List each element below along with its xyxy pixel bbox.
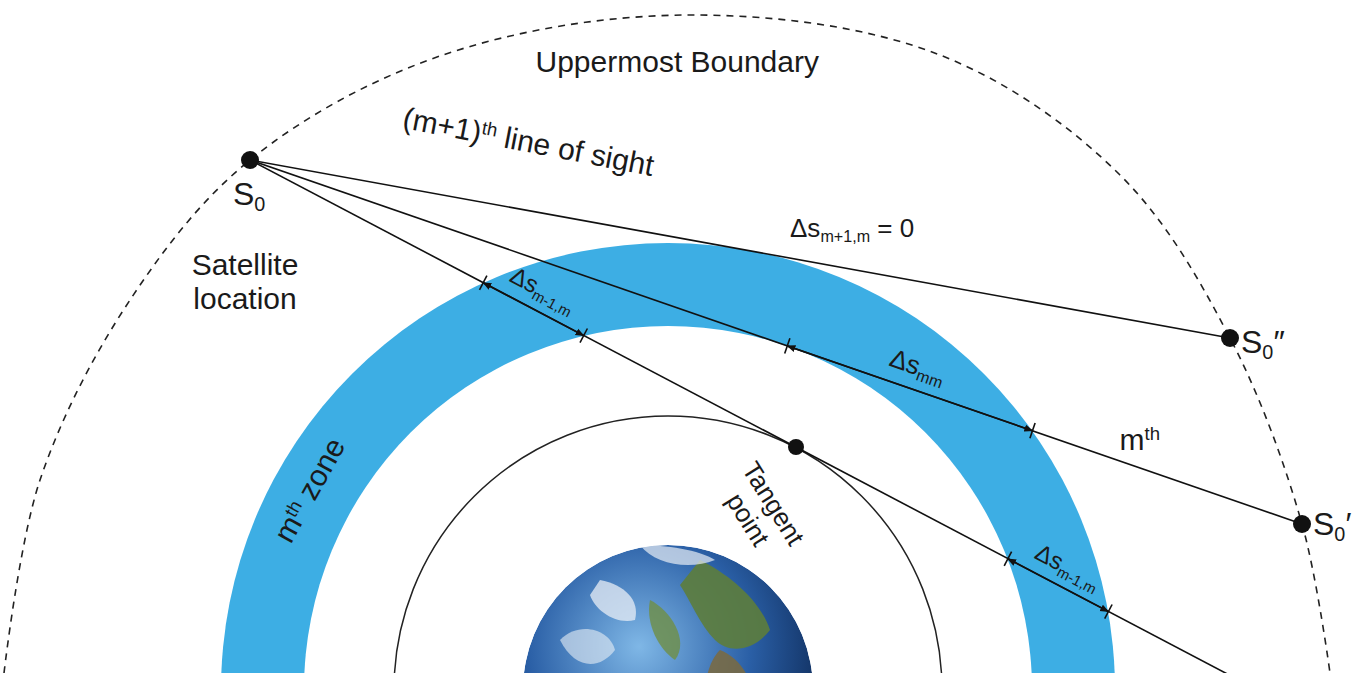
text-run: S [1241,324,1262,360]
boundary-label: Uppermost Boundary [536,45,819,80]
line-of-sight-label: (m+1)th line of sight [400,101,657,183]
mth-zone-band [221,243,1115,673]
text-run: = 0 [870,213,914,243]
point-label: S0″ [1241,324,1285,361]
script-sub: 0 [1262,341,1273,363]
script-sup: th [1145,423,1161,444]
script-sub: m+1,m [820,227,870,245]
text-run: (m+1) [400,101,484,149]
script-sup: th [480,116,499,140]
text-run: ″ [1273,324,1284,360]
text-run: Uppermost Boundary [536,45,819,78]
lines-of-sight [250,160,1302,673]
text-run: S [1313,506,1334,542]
satellite-label: Satellite location [170,248,320,317]
script-sub: 0 [254,193,265,215]
zone-inner-ground [304,326,1032,673]
script-sub: 0 [1334,523,1345,545]
text-run: Δs [790,213,820,243]
earth-globe [523,545,813,673]
text-run: Satellite location [192,248,299,316]
point-label: S0′ [1313,506,1351,543]
point-label: S0 [233,176,265,213]
text-run: line of sight [493,119,656,182]
text-run: S [233,176,254,212]
uppermost-boundary-curve [4,15,1330,673]
path-length-label: Δsm+1,m = 0 [790,214,914,244]
text-run: m [1120,423,1145,456]
text-run: ′ [1345,506,1351,542]
points [241,151,1311,533]
inner-shell [394,416,942,673]
path-length-arrows [480,276,1113,619]
line-label: mth [1120,423,1161,458]
